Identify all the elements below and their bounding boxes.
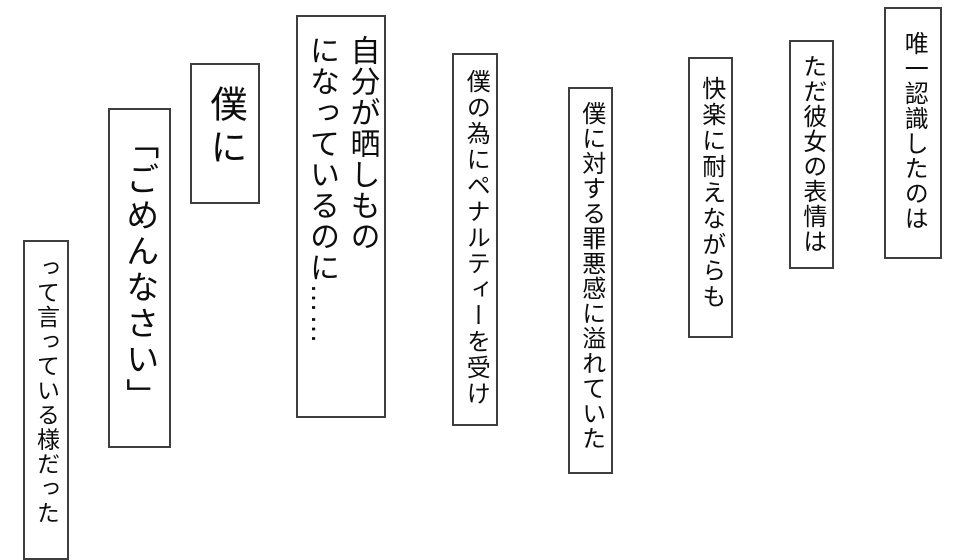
vertical-text: 唯一認識したのは: [897, 31, 929, 231]
vertical-text: 僕の為にペナルティーを受け: [459, 69, 491, 407]
text-panel-4: 僕に対する罪悪感に溢れていた: [568, 87, 613, 474]
text-panel-5: 僕の為にペナルティーを受け: [452, 53, 498, 426]
vertical-text: 僕に: [200, 85, 250, 171]
panel-text: 「ごめんなさい」: [121, 126, 159, 414]
panel-text: 唯一認識したのは: [900, 31, 928, 231]
vertical-text: 快楽に耐えながらも: [694, 76, 726, 310]
panel-text-column-2: になっているのに……: [305, 35, 338, 345]
text-panel-8: 「ごめんなさい」: [108, 108, 171, 448]
text-panel-1: 唯一認識したのは: [884, 7, 942, 259]
vertical-text: 自分が晒しもの になっているのに……: [301, 35, 382, 345]
text-panel-2: ただ彼女の表情は: [789, 40, 834, 269]
text-panel-7: 僕に: [190, 63, 260, 204]
text-panel-3: 快楽に耐えながらも: [688, 57, 733, 338]
text-panel-9: って言っている様だった: [23, 240, 69, 560]
panel-text: 快楽に耐えながらも: [697, 76, 725, 310]
vertical-text: 「ごめんなさい」: [117, 126, 162, 414]
panel-text-column-1: 自分が晒しもの: [345, 35, 379, 252]
panel-text: 僕に対する罪悪感に溢れていた: [577, 101, 605, 451]
text-panel-6: 自分が晒しもの になっているのに……: [296, 15, 386, 418]
vertical-text: 僕に対する罪悪感に溢れていた: [574, 101, 606, 451]
panel-text: って言っている様だった: [33, 256, 60, 526]
manga-text-page: 唯一認識したのは ただ彼女の表情は 快楽に耐えながらも 僕に対する罪悪感に溢れて…: [23, 7, 942, 560]
vertical-text: ただ彼女の表情は: [795, 54, 827, 254]
panel-text: 僕の為にペナルティーを受け: [462, 69, 490, 407]
vertical-text: って言っている様だった: [30, 256, 61, 526]
panel-text: 僕に: [204, 85, 246, 171]
panel-text: ただ彼女の表情は: [798, 54, 826, 254]
